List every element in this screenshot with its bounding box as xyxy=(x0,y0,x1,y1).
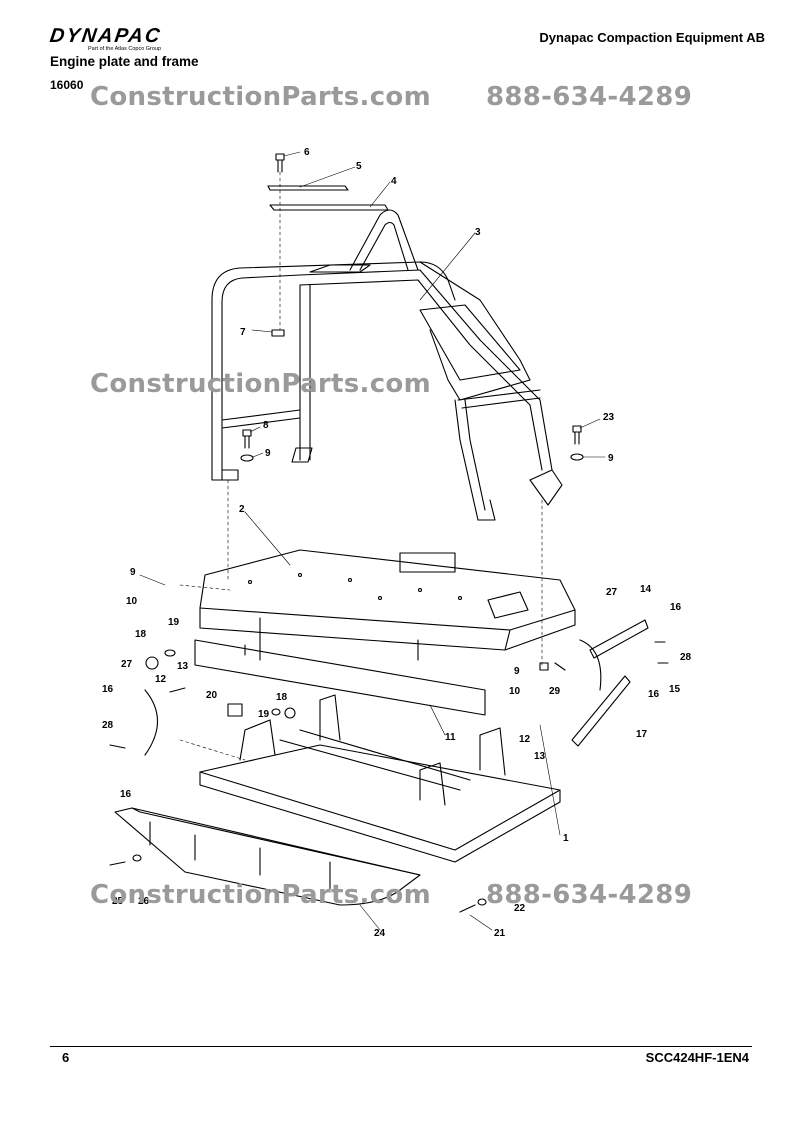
washer-9-right xyxy=(570,453,584,461)
callout-13: 13 xyxy=(534,751,546,762)
washer-26 xyxy=(132,854,142,862)
callout-5: 5 xyxy=(356,161,362,172)
clamp-27-right xyxy=(579,639,602,691)
callout-23: 23 xyxy=(603,412,615,423)
callout-7: 7 xyxy=(240,327,246,338)
callout-9: 9 xyxy=(130,567,136,578)
callout-14: 14 xyxy=(640,584,652,595)
bolt-25 xyxy=(109,861,126,866)
document-code: SCC424HF-1EN4 xyxy=(645,1050,749,1065)
callout-21: 21 xyxy=(494,928,506,939)
watermark-site-top: ConstructionParts.com xyxy=(90,82,431,112)
watermark-site-bottom: ConstructionParts.com xyxy=(90,880,431,910)
nut-10 xyxy=(539,662,549,671)
footer-divider xyxy=(50,1046,752,1047)
nut-18 xyxy=(145,656,159,670)
nut-18-mid xyxy=(284,707,296,719)
bolt-28 xyxy=(109,744,126,749)
callout-9: 9 xyxy=(265,448,271,459)
washer-19-mid xyxy=(271,708,281,716)
rubber-mount-20 xyxy=(227,703,243,717)
callout-10: 10 xyxy=(509,686,521,697)
watermark-phone-bottom: 888-634-4289 xyxy=(486,880,693,910)
callout-labels: 6 5 4 3 7 8 9 23 9 2 9 10 27 14 16 18 19… xyxy=(102,147,692,939)
callout-24: 24 xyxy=(374,928,386,939)
callout-18: 18 xyxy=(276,692,288,703)
callout-12: 12 xyxy=(519,734,531,745)
callout-16: 16 xyxy=(120,789,132,800)
washer-9 xyxy=(240,454,254,462)
callout-28: 28 xyxy=(102,720,114,731)
callout-4: 4 xyxy=(391,176,397,187)
plate-4 xyxy=(269,204,389,211)
clamp-27-left xyxy=(144,689,158,756)
callout-27: 27 xyxy=(121,659,133,670)
roll-bar-frame xyxy=(211,209,563,521)
engine-plate xyxy=(199,549,576,651)
callout-16: 16 xyxy=(648,689,660,700)
watermark-site-middle: ConstructionParts.com xyxy=(90,369,431,399)
callout-8: 8 xyxy=(263,420,269,431)
callout-9: 9 xyxy=(608,453,614,464)
callout-20: 20 xyxy=(206,690,218,701)
bolt-23 xyxy=(572,425,582,445)
side-rail xyxy=(114,807,421,906)
callout-6: 6 xyxy=(304,147,310,158)
callout-26: 26 xyxy=(138,896,150,907)
callout-29: 29 xyxy=(549,686,561,697)
callout-18: 18 xyxy=(135,629,147,640)
bolt-6 xyxy=(275,153,285,173)
callout-22: 22 xyxy=(514,903,526,914)
bolt-12 xyxy=(169,687,186,693)
callout-13: 13 xyxy=(177,661,189,672)
nut-7 xyxy=(271,329,285,337)
callout-15: 15 xyxy=(669,684,681,695)
bolt-21 xyxy=(459,904,476,913)
callout-16: 16 xyxy=(670,602,682,613)
washer-19 xyxy=(164,649,176,657)
side-plate-11 xyxy=(194,639,486,716)
screw-29 xyxy=(554,662,566,671)
callout-9: 9 xyxy=(514,666,520,677)
callout-27: 27 xyxy=(606,587,618,598)
callout-28: 28 xyxy=(680,652,692,663)
bolt-8 xyxy=(242,429,252,449)
company-name: Dynapac Compaction Equipment AB xyxy=(539,30,765,45)
washer-22 xyxy=(477,898,487,906)
watermark-phone-top: 888-634-4289 xyxy=(486,82,693,112)
callout-25: 25 xyxy=(112,896,124,907)
callout-17: 17 xyxy=(636,729,648,740)
callout-19: 19 xyxy=(258,709,270,720)
bottom-frame xyxy=(199,694,561,863)
callout-12: 12 xyxy=(155,674,167,685)
guard-17 xyxy=(571,675,631,747)
page-title: Engine plate and frame xyxy=(50,54,199,69)
callout-19: 19 xyxy=(168,617,180,628)
logo-subtitle: Part of the Atlas Copco Group xyxy=(88,46,162,52)
section-code: 16060 xyxy=(50,78,84,92)
callout-3: 3 xyxy=(475,227,481,238)
callout-2: 2 xyxy=(239,504,245,515)
callout-10: 10 xyxy=(126,596,138,607)
bracket-14 xyxy=(589,619,649,659)
page-number: 6 xyxy=(62,1050,70,1065)
callout-16: 16 xyxy=(102,684,114,695)
plate-5 xyxy=(267,185,349,191)
callout-1: 1 xyxy=(563,833,569,844)
callout-11: 11 xyxy=(445,732,456,743)
